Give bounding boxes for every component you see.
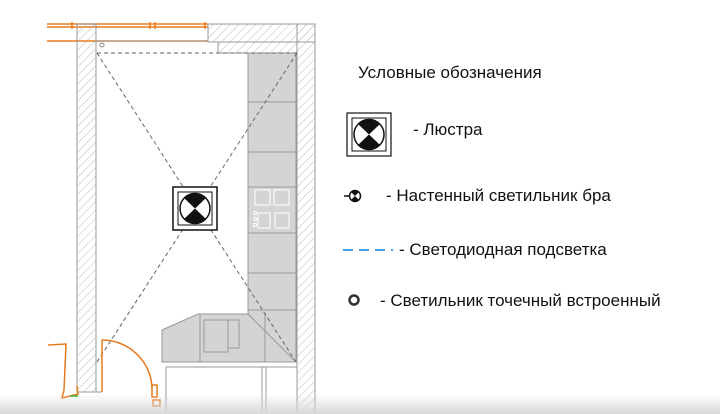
legend-label-wall-lamp: - Настенный светильник бра [386,186,611,205]
chandelier-icon [346,112,392,157]
bottom-fade [0,394,720,414]
legend-label-led-strip: - Светодиодная подсветка [399,240,607,259]
spotlight-icon [348,294,360,306]
kitchen-cabinets [161,52,298,363]
stove [253,189,290,229]
spotlight-marker [99,42,105,48]
chandelier-on-plan [172,186,218,231]
legend-label-spotlight: - Светильник точечный встроенный [380,291,661,310]
legend-title: Условные обозначения [358,63,542,82]
window-top [47,22,208,42]
wall-lamp-icon [344,189,362,203]
walls [76,23,316,414]
legend-label-chandelier: - Люстра [413,120,483,139]
